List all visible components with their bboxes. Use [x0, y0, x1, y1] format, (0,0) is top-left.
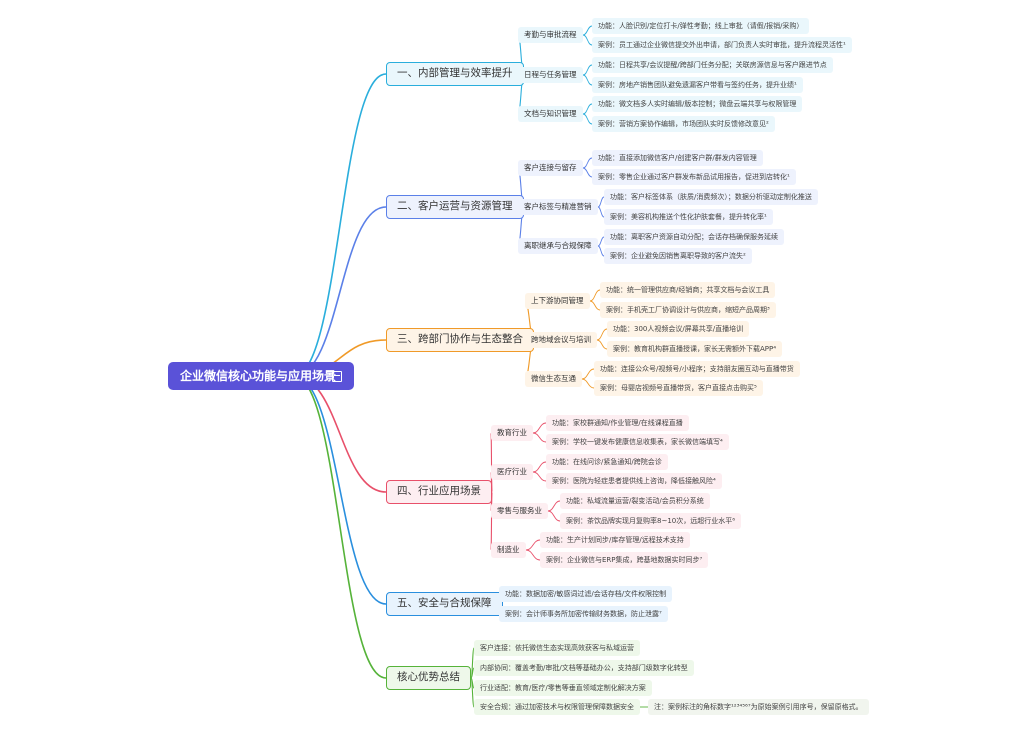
link-1-0-0 [582, 157, 593, 169]
leaf-manufacturing-case[interactable]: 案例：企业微信与ERP集成，跨基地数据实时同步⁷ [540, 552, 709, 568]
leaf-advantage-internal[interactable]: 内部协同：覆盖考勤/审批/文档等基础办公，支持部门级数字化转型 [474, 660, 694, 676]
branch-security-compliance[interactable]: 五、安全与合规保障 [386, 592, 503, 616]
topic-customer-connection[interactable]: 客户连接与留存 [518, 160, 583, 176]
leaf-advantage-security[interactable]: 安全合规：通过加密技术与权限管理保障数据安全 [474, 699, 640, 715]
leaf-healthcare-case[interactable]: 案例：医院为轻症患者提供线上咨询，降低接触风险⁴ [546, 473, 722, 489]
link-3-1-1 [532, 471, 547, 482]
leaf-connection-case[interactable]: 案例：零售企业通过客户群发布新品试用报告，促进到店转化¹ [592, 169, 796, 185]
leaf-schedule-case[interactable]: 案例：房地产销售团队避免遗漏客户带看与签约任务，提升业绩¹ [592, 77, 803, 93]
topic-resignation-inheritance[interactable]: 离职继承与合规保障 [518, 238, 598, 254]
link-2-0-0 [589, 289, 601, 302]
link-3-2-1 [547, 510, 561, 522]
link-root-1 [293, 206, 387, 377]
note-icon[interactable] [332, 371, 342, 382]
root-node[interactable]: 企业微信核心功能与应用场景 [168, 362, 354, 390]
link-1-1-0 [597, 196, 605, 208]
link-0-1-0 [582, 64, 593, 76]
topic-retail[interactable]: 零售与服务业 [491, 503, 548, 519]
topic-attendance-approval[interactable]: 考勤与审批流程 [518, 27, 583, 43]
leaf-inheritance-case[interactable]: 案例：企业避免因销售离职导致的客户流失² [604, 248, 752, 264]
leaf-security-feature[interactable]: 功能：数据加密/敏感词过滤/会话存档/文件权限控制 [499, 586, 673, 602]
link-root-0 [293, 73, 387, 377]
link-0-1-1 [582, 74, 593, 86]
leaf-supply-feature[interactable]: 功能：统一管理供应商/经销商；共享文档与会议工具 [600, 282, 776, 298]
leaf-advantage-customer[interactable]: 客户连接：依托微信生态实现高效获客与私域运营 [474, 640, 640, 656]
link-2-0-1 [589, 300, 601, 311]
link-1-1-1 [597, 206, 605, 218]
footnote-note[interactable]: 注：案例标注的角标数字¹²³⁴⁵⁶⁷为原始案例引用序号，保留原格式。 [648, 699, 869, 715]
link-root-4 [293, 375, 387, 605]
link-1-0-1 [582, 167, 593, 178]
link-3-1-0 [532, 461, 547, 473]
branch-industry-scenarios[interactable]: 四、行业应用场景 [386, 480, 492, 504]
link-3-0-0 [532, 422, 547, 434]
link-3-3-0 [525, 539, 541, 551]
link-0-2-1 [582, 113, 593, 125]
link-root-5 [293, 375, 387, 679]
link-0-2-0 [582, 103, 593, 115]
branch-customer-operations[interactable]: 二、客户运营与资源管理 [386, 195, 524, 219]
link-root-3 [293, 375, 387, 493]
leaf-advantage-industry[interactable]: 行业适配：教育/医疗/零售等垂直领域定制化解决方案 [474, 680, 652, 696]
link-5-3 [470, 677, 475, 708]
link-2-1-1 [596, 339, 608, 350]
topic-education[interactable]: 教育行业 [491, 425, 533, 441]
leaf-education-case[interactable]: 案例：学校一键发布健康信息收集表，家长微信端填写⁴ [546, 434, 729, 450]
leaf-attendance-case[interactable]: 案例：员工通过企业微信提交外出申请，部门负责人实时审批，提升流程灵活性¹ [592, 37, 852, 53]
leaf-supply-case[interactable]: 案例：手机壳工厂协调设计与供应商，缩短产品周期³ [600, 302, 776, 318]
leaf-meeting-case[interactable]: 案例：教育机构群直播授课，家长无需额外下载APP⁴ [607, 341, 783, 357]
link-2-2-1 [581, 378, 595, 389]
link-0-0-0 [582, 25, 593, 36]
leaf-healthcare-feature[interactable]: 功能：在线问诊/紧急通知/跨院会诊 [546, 454, 668, 470]
leaf-attendance-feature[interactable]: 功能：人脸识别/定位打卡/弹性考勤；线上审批（请假/报销/采购） [592, 18, 810, 34]
link-3-0-1 [532, 432, 547, 443]
leaf-document-feature[interactable]: 功能：微文档多人实时编辑/版本控制；微盘云端共享与权限管理 [592, 96, 803, 112]
leaf-tags-case[interactable]: 案例：美容机构推送个性化护肤套餐，提升转化率¹ [604, 209, 773, 225]
leaf-schedule-feature[interactable]: 功能：日程共享/会议提醒/跨部门任务分配；关联房源信息与客户跟进节点 [592, 57, 833, 73]
leaf-retail-case[interactable]: 案例：茶饮品牌实现月复购率8~10次，远超行业水平⁶ [560, 513, 742, 529]
link-3-3-1 [525, 549, 541, 561]
topic-meetings-training[interactable]: 跨地域会议与培训 [525, 332, 597, 348]
link-0-0-1 [582, 34, 593, 46]
topic-manufacturing[interactable]: 制造业 [491, 542, 526, 558]
link-2-1-0 [596, 328, 608, 341]
leaf-tags-feature[interactable]: 功能：客户标签体系（肤质/消费频次）；数据分析驱动定制化推送 [604, 189, 818, 205]
topic-document-knowledge[interactable]: 文档与知识管理 [518, 106, 583, 122]
leaf-document-case[interactable]: 案例：营销方案协作编辑，市场团队实时反馈修改意见² [592, 116, 775, 132]
branch-core-advantages[interactable]: 核心优势总结 [386, 666, 471, 690]
leaf-connection-feature[interactable]: 功能：直接添加微信客户/创建客户群/群发内容管理 [592, 150, 763, 166]
leaf-ecosystem-feature[interactable]: 功能：连接公众号/视频号/小程序；支持朋友圈互动与直播带货 [594, 361, 800, 377]
leaf-meeting-feature[interactable]: 功能：300人视频会议/屏幕共享/直播培训 [607, 321, 750, 337]
topic-wechat-ecosystem[interactable]: 微信生态互通 [525, 371, 582, 387]
link-1-2-1 [597, 245, 605, 257]
leaf-manufacturing-feature[interactable]: 功能：生产计划同步/库存管理/远程技术支持 [540, 532, 690, 548]
topic-customer-tags[interactable]: 客户标签与精准营销 [518, 199, 598, 215]
leaf-retail-feature[interactable]: 功能：私域流量运营/裂变活动/会员积分系统 [560, 493, 710, 509]
leaf-ecosystem-case[interactable]: 案例：母婴店视频号直播带货，客户直接点击购买⁵ [594, 380, 763, 396]
topic-schedule-task[interactable]: 日程与任务管理 [518, 67, 583, 83]
link-3-2-0 [547, 500, 561, 512]
topic-healthcare[interactable]: 医疗行业 [491, 464, 533, 480]
leaf-education-feature[interactable]: 功能：家校群通知/作业管理/在线课程直播 [546, 415, 689, 431]
leaf-inheritance-feature[interactable]: 功能：离职客户资源自动分配；会话存档确保服务延续 [604, 229, 784, 245]
root-title: 企业微信核心功能与应用场景 [180, 369, 337, 383]
leaf-security-case[interactable]: 案例：会计师事务所加密传输财务数据，防止泄露⁷ [499, 606, 668, 622]
topic-supply-chain[interactable]: 上下游协同管理 [525, 293, 590, 309]
branch-cross-department[interactable]: 三、跨部门协作与生态整合 [386, 328, 534, 352]
link-2-2-0 [581, 368, 595, 380]
branch-internal-management[interactable]: 一、内部管理与效率提升 [386, 62, 524, 86]
